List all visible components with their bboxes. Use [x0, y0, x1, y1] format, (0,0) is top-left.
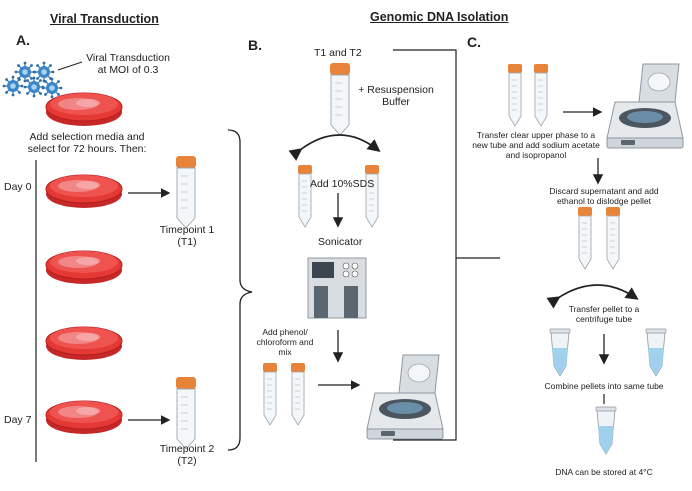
falcon-tube-icon	[507, 63, 523, 127]
falcon-tube-icon	[262, 362, 278, 426]
section-title-genomic: Genomic DNA Isolation	[370, 10, 509, 24]
t1-t2-label: T1 and T2	[314, 47, 362, 59]
microtube-icon	[595, 406, 617, 455]
sds-label: Add 10%SDS	[310, 178, 375, 190]
microtube-icon	[549, 328, 571, 377]
falcon-tube-icon	[290, 362, 306, 426]
combine-step: Combine pellets into same tube	[544, 381, 664, 391]
falcon-tube-icon	[577, 206, 593, 270]
transfer-step: Transfer clear upper phase to a new tube…	[472, 130, 600, 160]
split-arrow	[288, 134, 381, 161]
sonicator-icon	[307, 257, 367, 319]
falcon-tube-icon	[175, 155, 197, 229]
sonicator-label: Sonicator	[318, 236, 363, 248]
resuspension-label: + Resuspension Buffer	[358, 84, 434, 109]
section-title-viral: Viral Transduction	[50, 12, 159, 26]
virus-note: Viral Transduction at MOI of 0.3	[86, 52, 170, 77]
virus-icon	[2, 60, 64, 100]
petri-dish-icon	[45, 174, 123, 209]
phenol-label: Add phenol/ chloroform and mix	[256, 327, 314, 357]
falcon-tube-icon	[605, 206, 621, 270]
falcon-tube-icon	[533, 63, 549, 127]
discard-step: Discard supernatant and add ethanol to d…	[549, 186, 659, 206]
panel-label-b: B.	[248, 37, 262, 53]
petri-dish-icon	[45, 326, 123, 361]
callout-line	[57, 61, 83, 71]
timepoint2-label: Timepoint 2 (T2)	[159, 443, 215, 468]
day7-label: Day 7	[4, 414, 32, 426]
microtube-icon	[645, 328, 667, 377]
split-arrow	[546, 284, 639, 309]
petri-dish-icon	[45, 92, 123, 127]
petri-dish-icon	[45, 400, 123, 435]
falcon-tube-icon	[329, 62, 351, 136]
pellet-step: Transfer pellet to a centrifuge tube	[568, 304, 640, 324]
timepoint1-label: Timepoint 1 (T1)	[159, 224, 215, 249]
centrifuge-icon	[606, 63, 684, 149]
panel-label-a: A.	[16, 32, 30, 48]
panel-label-c: C.	[467, 34, 481, 50]
storage-note: DNA can be stored at 4°C	[555, 467, 653, 477]
connector-bracket	[393, 49, 457, 441]
falcon-tube-icon	[297, 164, 313, 228]
grouping-brace	[227, 129, 253, 451]
falcon-tube-icon	[364, 164, 380, 228]
centrifuge-icon	[366, 354, 444, 440]
falcon-tube-icon	[175, 376, 197, 450]
selection-note: Add selection media and select for 72 ho…	[27, 131, 147, 156]
petri-dish-icon	[45, 250, 123, 285]
day0-label: Day 0	[4, 181, 32, 193]
